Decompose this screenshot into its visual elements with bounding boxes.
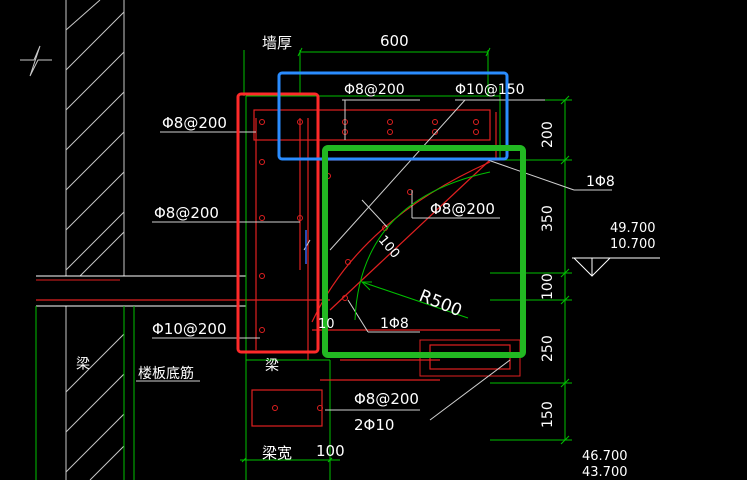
label-phi8-200-left-mid: Φ8@200	[154, 204, 219, 222]
label-wall-thickness: 墙厚	[262, 34, 292, 52]
label-phi10-200-left: Φ10@200	[152, 320, 227, 338]
label-radius: R500	[416, 286, 465, 321]
radius-arc	[354, 171, 491, 321]
label-elev-49700: 49.700	[610, 221, 656, 236]
wall-hatch	[65, 0, 125, 480]
rebar-dots	[259, 119, 479, 411]
label-dim-350: 350	[540, 205, 556, 232]
blue-highlight-box	[277, 71, 509, 161]
label-dim-100-diag: 100	[375, 233, 402, 262]
right-dimension-chain	[490, 95, 572, 445]
label-phi10-150: Φ10@150	[455, 82, 525, 98]
label-phi8-200-beam: Φ8@200	[354, 390, 419, 408]
label-dim-250: 250	[540, 335, 556, 362]
label-beam-center: 梁	[265, 358, 279, 374]
label-elev-43700: 43.700	[582, 465, 628, 480]
leader-lines	[136, 99, 612, 421]
elevation-symbol	[572, 257, 660, 277]
rebar-red	[251, 109, 521, 427]
label-elev-46700: 46.700	[582, 449, 628, 464]
label-dim-150: 150	[540, 401, 556, 428]
label-beam-left: 梁	[74, 356, 90, 370]
label-dim-100-bottom: 100	[316, 442, 345, 460]
label-beam-width: 梁宽	[262, 444, 292, 462]
label-phi8-200-left-top: Φ8@200	[162, 114, 227, 132]
label-dim-200: 200	[540, 121, 556, 148]
label-phi8-200-right: Φ8@200	[430, 200, 495, 218]
label-dim-100-right: 100	[540, 273, 556, 300]
green-outlines	[35, 47, 501, 480]
green-highlight-box	[322, 145, 526, 358]
label-one-phi8-right: 1Φ8	[586, 174, 615, 190]
label-dim-600: 600	[380, 32, 409, 50]
slab-lines	[36, 275, 330, 307]
label-two-phi10: 2Φ10	[354, 416, 394, 434]
label-floor-bottom-bar: 楼板底筋	[138, 365, 194, 382]
label-dim-10: 10	[318, 317, 335, 332]
label-phi8-200-top: Φ8@200	[344, 82, 405, 98]
label-one-phi8-lower: 1Φ8	[380, 316, 409, 332]
break-symbol	[20, 45, 52, 77]
label-elev-10700: 10.700	[610, 237, 656, 252]
